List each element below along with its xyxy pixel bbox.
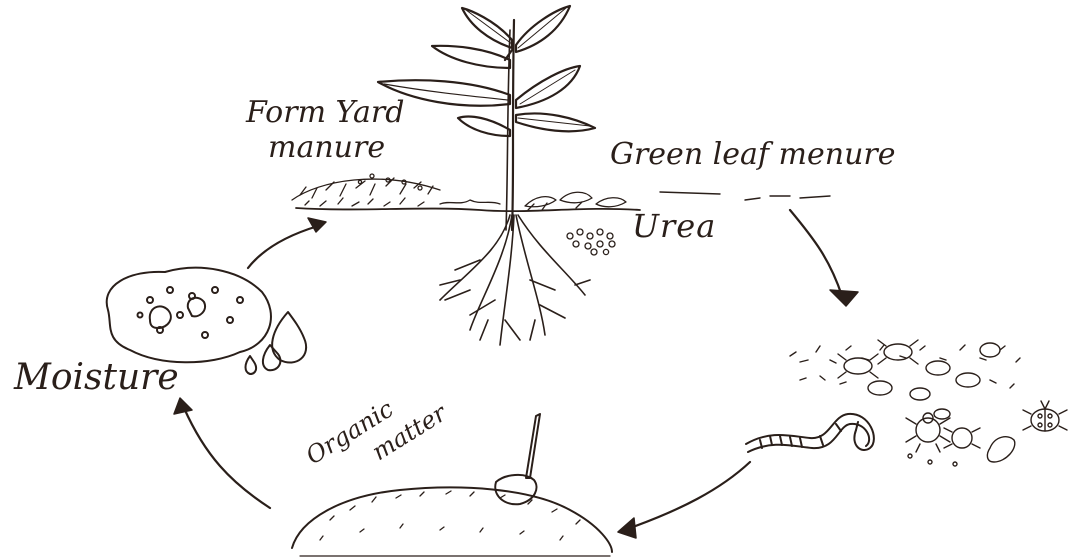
arrowhead-moisture	[174, 398, 192, 414]
label-green-leaf-manure: Green leaf menure	[610, 140, 895, 170]
arrow-worm-to-organic	[630, 462, 750, 528]
organic-matter-pile	[292, 487, 612, 556]
label-farm-yard-manure-line1: Form Yard	[246, 98, 404, 128]
label-urea: Urea	[632, 210, 716, 242]
label-moisture: Moisture	[14, 360, 179, 396]
arrow-organic-to-moisture	[184, 408, 270, 508]
arrowhead-fym	[308, 218, 326, 232]
arrow-moisture-to-fym	[248, 226, 318, 268]
cycle-arrows	[184, 210, 842, 528]
green-leaf-litter	[525, 192, 626, 210]
arrowhead-insects	[830, 290, 858, 306]
moisture-soil-blob	[107, 268, 271, 363]
arrowhead-organic	[618, 518, 636, 538]
decomposer-insects	[790, 340, 1067, 466]
farm-yard-manure-heap	[292, 174, 500, 206]
earthworm	[746, 414, 874, 452]
water-drops	[246, 312, 307, 374]
urea-granules	[567, 229, 615, 255]
label-farm-yard-manure-line2: manure	[268, 133, 385, 163]
arrowheads	[174, 218, 858, 538]
arrow-green-to-insects	[790, 210, 842, 296]
plant-illustration	[378, 6, 595, 230]
